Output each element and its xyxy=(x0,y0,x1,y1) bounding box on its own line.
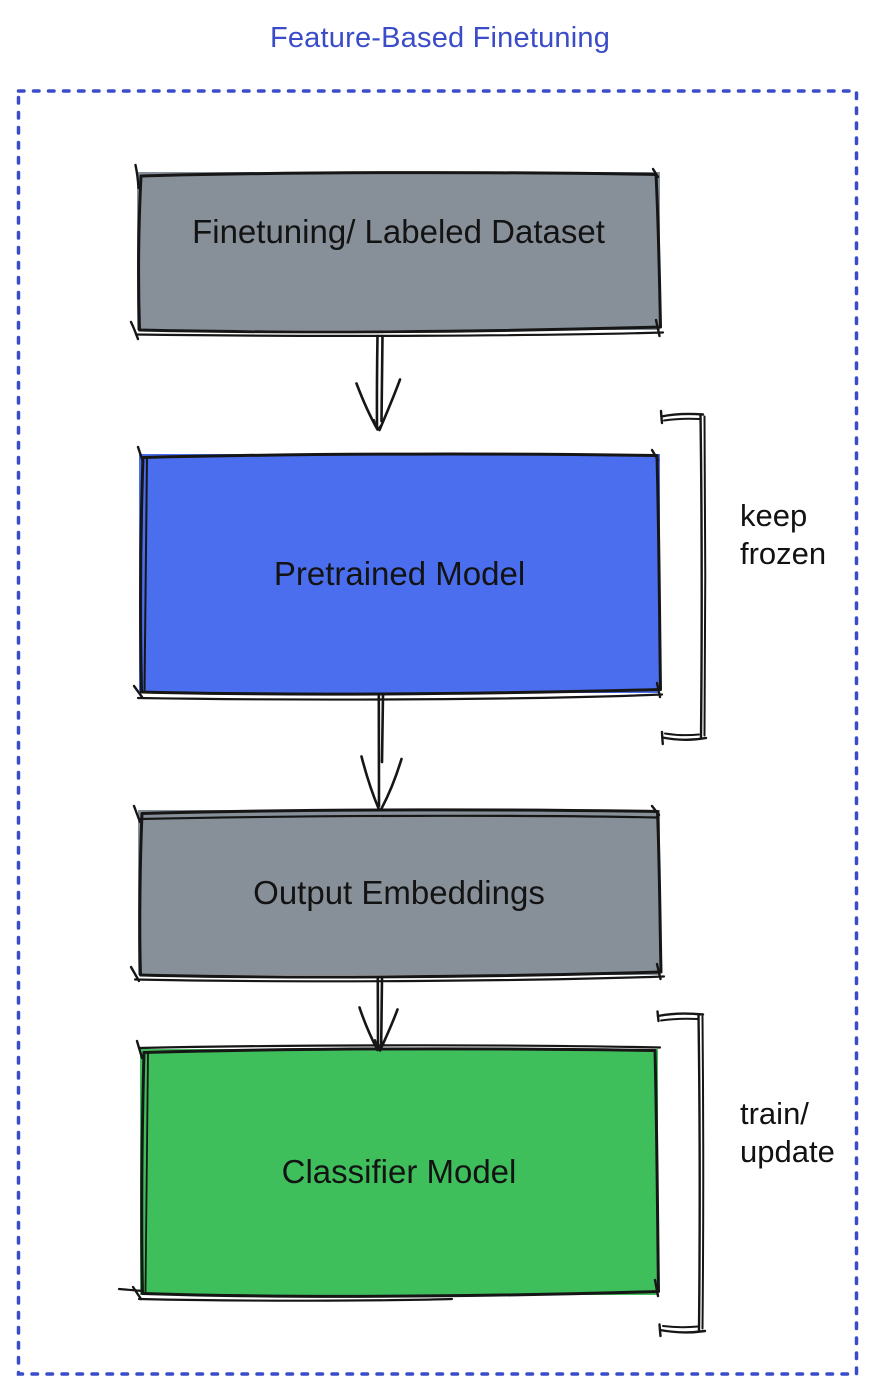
train-update-bracket-icon xyxy=(656,1010,707,1338)
node-output-embeddings: Output Embeddings xyxy=(138,810,660,975)
diagram-title: Feature-Based Finetuning xyxy=(269,22,611,54)
node-classifier-model: Classifier Model xyxy=(140,1049,658,1295)
arrow-down-icon xyxy=(360,693,403,811)
keep-frozen-bracket-icon xyxy=(659,409,708,746)
node-pretrained-model-label: Pretrained Model xyxy=(273,554,526,592)
keep-frozen-line2: frozen xyxy=(740,536,827,571)
arrow-down-icon xyxy=(355,334,402,432)
node-finetuning-dataset: Finetuning/ Labeled Dataset xyxy=(137,172,660,330)
keep-frozen-line1: keep xyxy=(740,498,808,533)
keep-frozen-annotation: keep frozen xyxy=(740,497,826,573)
node-finetuning-dataset-label: Finetuning/ Labeled Dataset xyxy=(192,213,605,250)
train-update-line1: train/ xyxy=(740,1096,809,1131)
node-pretrained-model: Pretrained Model xyxy=(139,454,660,693)
train-update-line2: update xyxy=(740,1134,835,1169)
node-classifier-model-label: Classifier Model xyxy=(281,1153,517,1190)
arrow-down-icon xyxy=(358,976,399,1052)
train-update-annotation: train/ update xyxy=(740,1095,835,1171)
node-output-embeddings-label: Output Embeddings xyxy=(253,873,545,911)
